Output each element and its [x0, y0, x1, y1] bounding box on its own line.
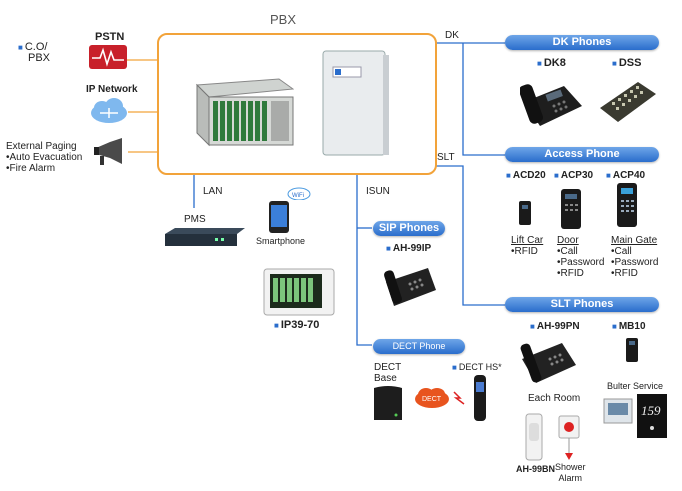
ip39-70-terminal-icon — [263, 268, 335, 316]
ip-network-cloud-icon — [91, 98, 127, 123]
paging-item-fire-alarm: •Fire Alarm — [6, 163, 56, 174]
sip-phones-header: SIP Phones — [373, 221, 445, 236]
dect-cloud-icon: DECT — [415, 388, 449, 408]
dss-console-icon — [600, 82, 656, 122]
dect-cloud-text: DECT — [422, 396, 442, 403]
bullet-square-icon: ■ — [530, 322, 535, 331]
pbx-frame — [157, 33, 437, 175]
ip39-70-label: ■IP39-70 — [274, 319, 320, 331]
door-title: Door — [557, 235, 579, 246]
bullet-square-icon: ■ — [274, 321, 279, 330]
pms-label: PMS — [184, 214, 206, 225]
bullet-square-icon: ■ — [612, 59, 617, 68]
bullet-square-icon: ■ — [554, 171, 559, 180]
dk-link-label: DK — [445, 30, 459, 41]
bullet-square-icon: ■ — [386, 244, 391, 253]
acd20-device-icon — [519, 201, 531, 225]
pstn-pulse-icon — [89, 45, 127, 69]
dk8-phone-icon — [520, 84, 582, 126]
acd20-label: ■ACD20 — [506, 170, 546, 181]
paging-item-evacuation: •Auto Evacuation — [6, 152, 83, 163]
acp40-device-icon — [617, 183, 637, 227]
shower-alarm-icon — [558, 415, 580, 460]
butler-panel-icon — [603, 398, 633, 424]
megaphone-icon — [94, 138, 122, 165]
butler-service-label: Bulter Service — [607, 381, 664, 391]
pms-server-icon — [165, 228, 245, 246]
lift-car-title: Lift Car — [511, 235, 544, 246]
bullet-square-icon: ■ — [537, 59, 542, 68]
bullet-square-icon: ■ — [606, 171, 611, 180]
wifi-cloud-text: WiFi — [292, 193, 304, 199]
dss-label: ■DSS — [612, 57, 642, 69]
ah99bn-phone-icon — [525, 413, 543, 461]
co-pbx-label: ■C.O/ PBX — [18, 41, 51, 64]
signal-arrow-icon — [453, 391, 465, 405]
wifi-cloud-icon: WiFi — [287, 187, 311, 200]
mb10-label: ■MB10 — [612, 321, 646, 332]
main-gate-title: Main Gate — [611, 235, 658, 246]
external-paging-title: External Paging — [6, 141, 77, 152]
acp30-label: ■ACP30 — [554, 170, 594, 181]
access-phone-header: Access Phone — [505, 147, 659, 162]
lift-car-block: Lift Car •RFID — [511, 235, 544, 257]
smartphone-label: Smartphone — [256, 236, 306, 246]
slt-line — [433, 165, 505, 306]
sip-phone-model: ■AH-99IP — [386, 243, 432, 254]
room-number-text: 159 — [641, 403, 661, 418]
pbx-title: PBX — [270, 12, 297, 27]
dect-handset-icon — [474, 375, 486, 421]
bullet-square-icon: ■ — [612, 322, 617, 331]
ah99pn-label: ■AH-99PN — [530, 321, 580, 332]
each-room-label: Each Room — [528, 393, 581, 404]
acp30-device-icon — [561, 189, 581, 229]
isun-line — [356, 171, 372, 346]
pbx-wall-cabinet — [322, 50, 389, 156]
dk-phones-header: DK Phones — [505, 35, 659, 50]
dect-base-label: DECT Base — [374, 362, 402, 384]
dect-hs-label: ■DECT HS* — [452, 362, 502, 372]
pstn-label: PSTN — [95, 31, 125, 43]
main-gate-block: Main Gate •Call •Password •RFID — [611, 235, 659, 279]
ah99pn-phone-icon — [520, 343, 576, 383]
room-number-panel-icon: 159 — [637, 394, 667, 438]
acp40-label: ■ACP40 — [606, 170, 646, 181]
shower-alarm-label: Shower Alarm — [555, 462, 586, 483]
sip-phone-icon — [384, 268, 436, 306]
lan-link-label: LAN — [203, 186, 223, 197]
dk8-label: ■DK8 — [537, 57, 566, 69]
slt-link-label: SLT — [437, 152, 455, 163]
smartphone-icon — [269, 201, 289, 233]
ah99bn-label: AH-99BN — [516, 464, 556, 474]
bullet-square-icon: ■ — [18, 43, 23, 52]
dk-branch-line — [462, 43, 505, 156]
slt-phones-header: SLT Phones — [505, 297, 659, 312]
door-block: Door •Call •Password •RFID — [557, 235, 605, 279]
dect-base-icon — [374, 386, 402, 420]
bullet-square-icon: ■ — [506, 171, 511, 180]
dect-phone-header: DECT Phone — [373, 339, 465, 354]
isun-link-label: ISUN — [366, 186, 390, 197]
ip-network-label: IP Network — [86, 84, 138, 95]
bullet-square-icon: ■ — [452, 363, 457, 372]
mb10-device-icon — [626, 338, 638, 362]
external-paging-block: External Paging •Auto Evacuation •Fire A… — [6, 141, 82, 174]
pbx-rack-chassis — [195, 78, 294, 147]
